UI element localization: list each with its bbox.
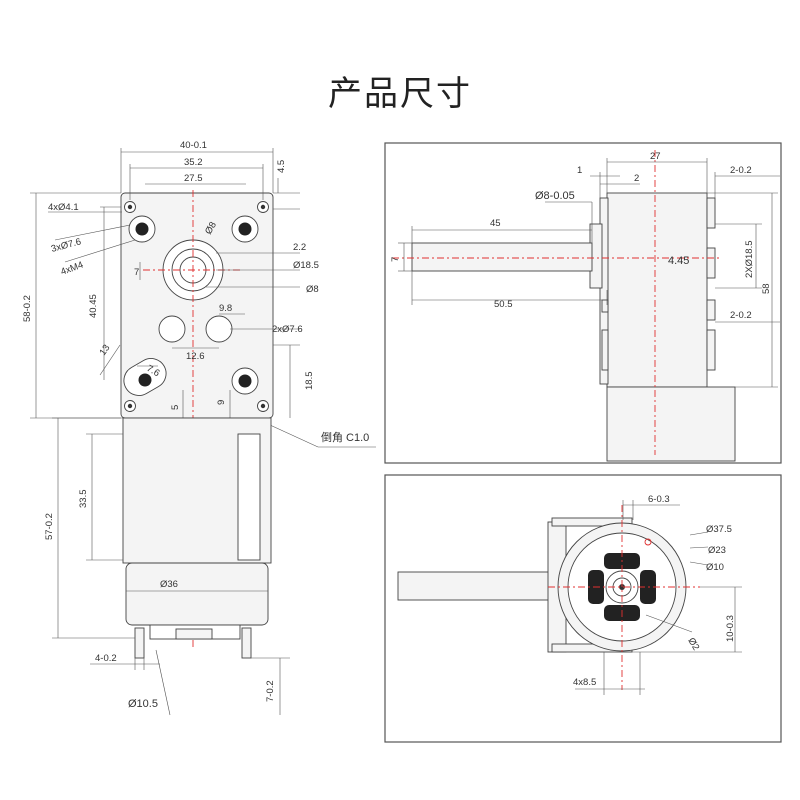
dim-body-width: 27 (650, 151, 661, 162)
dim-ring-dia: Ø23 (708, 545, 726, 556)
dim-outer-dia: Ø37.5 (706, 524, 732, 535)
pair-hole-left (158, 315, 186, 343)
dim-shaft-dia: Ø8 (203, 220, 219, 236)
dim-side-boss-dia: 2XØ18.5 (744, 241, 755, 279)
dim-small-dia: Ø2 (685, 636, 701, 652)
pair-hole-right (205, 315, 233, 343)
dim-step-2: 2 (634, 173, 639, 184)
dim-chamfer: 倒角 C1.0 (321, 431, 369, 444)
dim-thread: 4xM4 (59, 260, 85, 278)
end-shaft (397, 571, 559, 601)
side-gearbox (606, 192, 708, 388)
dim-screw-hole: 3xØ7.6 (50, 236, 82, 255)
dim-right-flange-lower: 2-0.2 (730, 310, 752, 321)
side-view-frame (384, 142, 782, 464)
terminal-left (134, 627, 145, 659)
dim-height-inner: 40.45 (88, 294, 99, 318)
side-shaft (411, 242, 593, 272)
dim-slot-width: 4x8.5 (573, 677, 596, 688)
dim-shaft-len-45: 45 (490, 218, 501, 229)
dim-terminal-len: 7-0.2 (265, 680, 276, 702)
end-view-frame (384, 474, 782, 743)
end-view: 6-0.3 Ø37.5 Ø23 Ø10 Ø2 10-0.3 4x8.5 (397, 494, 742, 695)
dim-gap-5: 5 (170, 405, 181, 410)
bearing-housing (175, 628, 213, 640)
side-view: 27 1 2 2-0.2 Ø8-0.05 45 7 4.45 2XØ18.5 5… (390, 150, 780, 462)
dim-boss-dia: Ø18.5 (293, 260, 319, 271)
end-marker (644, 538, 652, 546)
motor-endcap (125, 562, 269, 626)
dim-top-offset: 4.5 (276, 160, 287, 173)
dim-depth: 10-0.3 (725, 615, 736, 642)
dim-center-off: 4.45 (668, 255, 689, 267)
dim-shaft-offset: 7 (134, 267, 139, 278)
dim-terminal-gap: 6-0.3 (648, 494, 670, 505)
dim-can-length: 33.5 (78, 490, 89, 509)
mount-holes (124, 201, 269, 412)
dim-right-flange: 2-0.2 (730, 165, 752, 176)
dim-width-total: 40-0.1 (180, 140, 207, 151)
dim-side-shaft-offset: 7 (390, 257, 401, 262)
dim-side-height: 58 (761, 283, 772, 294)
dim-terminal-width: 4-0.2 (95, 653, 117, 664)
slot-hole (123, 358, 167, 396)
dim-boss-offset: 2.2 (293, 242, 306, 253)
dim-width-hole: 35.2 (184, 157, 203, 168)
dim-width-inner: 27.5 (184, 173, 203, 184)
dim-bore-dia: Ø8 (306, 284, 319, 295)
dim-pair-spacing: 12.6 (186, 351, 205, 362)
dim-height-total: 58-0.2 (22, 295, 33, 322)
dim-shaft-len-total: 50.5 (494, 299, 513, 310)
side-motor (606, 386, 736, 462)
motor-view: 57-0.2 33.5 Ø36 4-0.2 Ø10.5 7-0.2 (44, 417, 290, 716)
dim-inner-dia: Ø10 (706, 562, 724, 573)
page-title: 产品尺寸 (328, 74, 472, 114)
terminal-right (241, 627, 252, 659)
dim-motor-length: 57-0.2 (44, 513, 55, 540)
dim-hole-spacing: 9.8 (219, 303, 232, 314)
dim-bearing-dia: Ø10.5 (128, 698, 158, 710)
screw-holes (128, 215, 259, 395)
dim-bottom-height: 18.5 (304, 372, 315, 391)
dim-gap-9: 9 (216, 400, 227, 405)
dim-side-shaft-dia: Ø8-0.05 (535, 190, 575, 202)
dim-motor-dia: Ø36 (160, 579, 178, 590)
dim-mount-hole: 4xØ4.1 (48, 202, 79, 213)
dim-step-1: 1 (577, 165, 582, 176)
dim-pair-holes: 2xØ7.6 (272, 324, 303, 335)
dim-angle-size: 13 (97, 343, 112, 358)
